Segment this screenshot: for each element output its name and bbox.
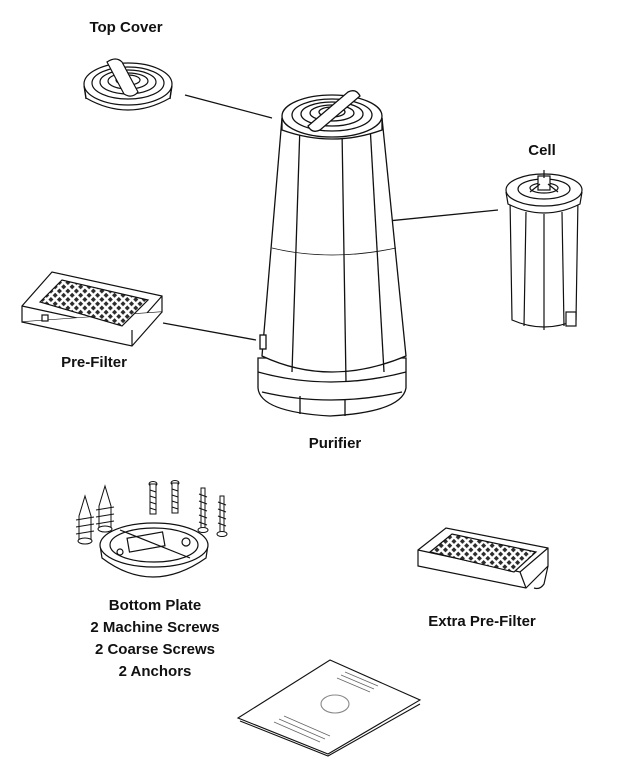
- leader-cell: [377, 209, 499, 223]
- purifier-illustration: [257, 90, 407, 417]
- coarse-screws-illustration: [197, 487, 228, 537]
- manual-text-lines: [273, 671, 379, 743]
- label-machine-screws: 2 Machine Screws: [90, 619, 220, 636]
- anchor-1: [75, 494, 95, 545]
- coarse-screw-2: [216, 495, 228, 537]
- pre-filter-illustration: [21, 271, 163, 347]
- leader-top-cover: [184, 94, 273, 119]
- top-cover-illustration: [83, 58, 173, 111]
- anchors-illustration: [75, 484, 115, 545]
- machine-screw-1: [148, 481, 158, 515]
- bottom-plate-illustration: [99, 522, 209, 578]
- machine-screws-illustration: [148, 480, 180, 515]
- label-top-cover: Top Cover: [89, 19, 163, 36]
- coarse-screw-1: [197, 487, 209, 533]
- label-anchors: 2 Anchors: [118, 663, 192, 680]
- label-pre-filter: Pre-Filter: [61, 354, 127, 371]
- anchor-2: [95, 484, 115, 533]
- cell-illustration: [505, 170, 583, 330]
- bottom-plate-label-group: Bottom Plate 2 Machine Screws 2 Coarse S…: [70, 595, 240, 683]
- leader-lines: [162, 94, 499, 341]
- label-extra-pre-filter: Extra Pre-Filter: [428, 613, 536, 630]
- extra-pre-filter-illustration: [417, 527, 549, 590]
- leader-pre-filter: [162, 322, 257, 341]
- label-bottom-plate: Bottom Plate: [108, 597, 202, 614]
- machine-screw-2: [170, 480, 180, 514]
- label-coarse-screws: 2 Coarse Screws: [94, 641, 216, 658]
- label-purifier: Purifier: [308, 435, 362, 452]
- user-manual-illustration: [236, 659, 422, 757]
- label-cell: Cell: [528, 142, 556, 159]
